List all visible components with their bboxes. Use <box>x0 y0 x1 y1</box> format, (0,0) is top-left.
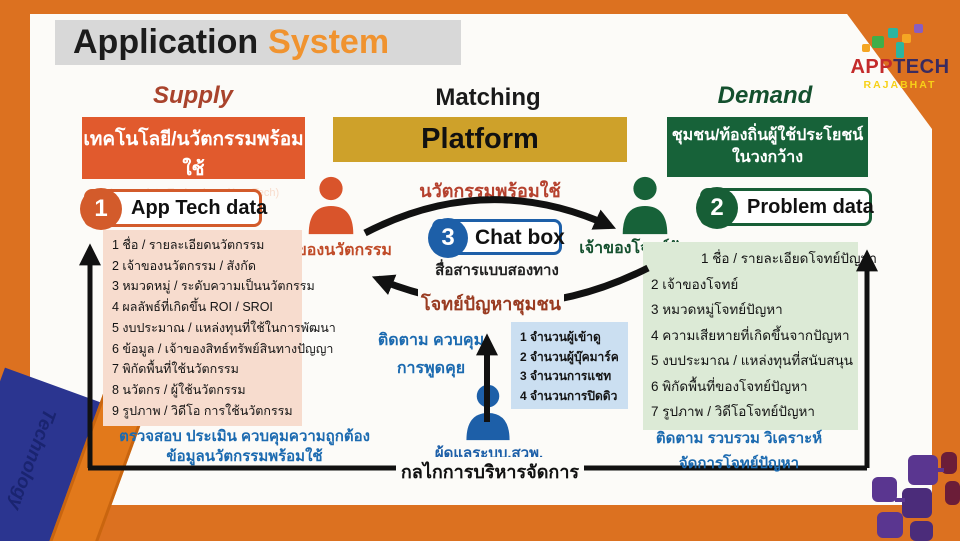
list-item: 5 งบประมาณ / แหล่งทุนที่สนับสนุน <box>651 353 853 368</box>
list-item: 1 ชื่อ / รายละเอียดนวัตกรรม <box>112 238 265 252</box>
deco-square <box>910 521 933 541</box>
heading-demand: Demand <box>717 82 813 109</box>
demand-footer-note: ติดตาม รวบรวม วิเคราะห์ จัดการโจทย์ปัญหา <box>648 426 830 476</box>
demand-header-box: ชุมชน/ท้องถิ่นผู้ใช้ประโยชน์ ในวงกว้าง <box>667 117 868 177</box>
platform-box: Platform <box>333 117 627 162</box>
demand-header-line2: ในวงกว้าง <box>731 149 803 166</box>
list-item: 3 จำนวนการแชท <box>520 369 612 383</box>
app-tech-data-list: 1 ชื่อ / รายละเอียดนวัตกรรม 2 เจ้าของนวั… <box>103 230 336 426</box>
list-item: 3 หมวดหมู่ / ระดับความเป็นนวัตกรรม <box>112 279 315 294</box>
apptech-logo: APPTECH RAJABHAT <box>846 22 954 108</box>
deco-square <box>872 477 897 502</box>
list-item: 5 งบประมาณ / แหล่งทุนที่ใช้ในการพัฒนา <box>112 320 336 335</box>
supply-note-line2: ข้อมูลนวัตกรรมพร้อมใช้ <box>166 448 323 465</box>
innovation-owner-label: เจ้าของนวัตกรรม <box>272 242 392 259</box>
problem-data-badge: 2 Problem data <box>696 187 874 229</box>
title-part1: Application <box>73 23 259 61</box>
logo-wordmark: APPTECH <box>846 56 954 79</box>
badge-label-chat: Chat box <box>475 226 565 249</box>
list-item: 7 รูปภาพ / วิดีโอโจทย์ปัญหา <box>651 404 815 419</box>
deco-square <box>902 488 932 518</box>
deco-connector <box>934 468 944 472</box>
deco-square <box>877 512 903 538</box>
logo-square-icon <box>896 42 904 58</box>
monitor-note-line2: การพูดคุย <box>396 360 466 377</box>
monitor-note-line1: ติดตาม ควบคุม <box>377 332 485 349</box>
admin-person-icon <box>458 381 518 443</box>
list-item: 8 นวัตกร / ผู้ใช้นวัตกรรม <box>112 382 246 397</box>
logo-square-icon <box>902 34 911 43</box>
badge-number-2: 2 <box>696 187 738 229</box>
deco-square <box>941 452 957 474</box>
title-part2: System <box>268 23 390 61</box>
list-item: 6 ข้อมูล / เจ้าของสิทธ์ทรัพย์สินทางปัญญา <box>112 341 334 356</box>
list-item: 2 เจ้าของนวัตกรรม / สังกัด <box>112 258 256 273</box>
badge-number-3: 3 <box>428 218 468 258</box>
flow-bottom-label: โจทย์ปัญหาชุมชน <box>418 289 564 318</box>
badge-label-app-tech: App Tech data <box>131 197 268 219</box>
heading-supply: Supply <box>152 82 233 109</box>
admin-role-label: กลไกการบริหารจัดการ <box>396 457 584 486</box>
innovation-owner-icon <box>300 172 362 238</box>
flow-top-label: นวัตกรรมพร้อมใช้ <box>419 181 561 201</box>
logo-square-icon <box>862 44 870 52</box>
list-item: 6 พิกัดพื้นที่ของโจทย์ปัญหา <box>651 378 808 394</box>
heading-matching: Matching <box>435 84 541 111</box>
deco-square <box>908 455 938 485</box>
list-item: 4 ผลลัพธ์ที่เกิดขึ้น ROI / SROI <box>112 300 273 315</box>
badge-label-problem: Problem data <box>747 196 874 218</box>
list-item: 1 ชื่อ / รายละเอียดโจทย์ปัญหา <box>701 251 877 266</box>
chat-subtitle: สื่อสารแบบสองทาง <box>435 262 559 279</box>
logo-tech-text: TECH <box>893 56 950 78</box>
demand-note-line2: จัดการโจทย์ปัญหา <box>678 455 800 472</box>
supply-note-line1: ตรวจสอบ ประเมิน ควบคุมความถูกต้อง <box>119 428 370 445</box>
logo-app-text: APP <box>850 56 894 78</box>
deco-connector <box>895 498 905 502</box>
demand-note-line1: ติดตาม รวบรวม วิเคราะห์ <box>655 430 823 447</box>
list-item: 3 หมวดหมู่โจทย์ปัญหา <box>651 302 783 317</box>
supply-footer-note: ตรวจสอบ ประเมิน ควบคุมความถูกต้อง ข้อมูล… <box>112 427 377 467</box>
list-item: 9 รูปภาพ / วิดีโอ การใช้นวัตกรรม <box>112 403 293 418</box>
app-tech-data-badge: 1 App Tech data <box>80 188 268 230</box>
chat-box-badge: 3 Chat box <box>428 218 565 258</box>
deco-square <box>945 481 960 505</box>
list-item: 4 ความเสียหายที่เกิดขึ้นจากปัญหา <box>651 327 850 343</box>
list-item: 2 เจ้าของโจทย์ <box>651 276 739 292</box>
ribbon-text: Technology <box>3 405 60 513</box>
problem-data-list: 1 ชื่อ / รายละเอียดโจทย์ปัญหา 2 เจ้าของโ… <box>643 242 877 430</box>
list-item: 1 จำนวนผู้เข้าดู <box>520 330 601 344</box>
supply-header-box: เทคโนโลยี/นวัตกรรมพร้อมใช้ Appropriate T… <box>82 117 305 199</box>
supply-header-title: เทคโนโลยี/นวัตกรรมพร้อมใช้ <box>83 129 304 180</box>
logo-square-icon <box>888 28 898 38</box>
list-item: 7 พิกัดพื้นที่ใช้นวัตกรรม <box>112 362 239 377</box>
list-item: 4 จำนวนการปิดดิว <box>520 388 618 403</box>
demand-header-line1: ชุมชน/ท้องถิ่นผู้ใช้ประโยชน์ <box>671 127 864 144</box>
logo-subtext: RAJABHAT <box>863 79 937 91</box>
logo-square-icon <box>914 24 923 33</box>
list-item: 2 จำนวนผู้บุ๊คมาร์ค <box>520 349 619 364</box>
logo-square-icon <box>872 36 884 48</box>
badge-number-1: 1 <box>80 188 122 230</box>
problem-owner-icon <box>614 172 676 238</box>
chat-stats-list: 1 จำนวนผู้เข้าดู 2 จำนวนผู้บุ๊คมาร์ค 3 จ… <box>511 322 628 409</box>
